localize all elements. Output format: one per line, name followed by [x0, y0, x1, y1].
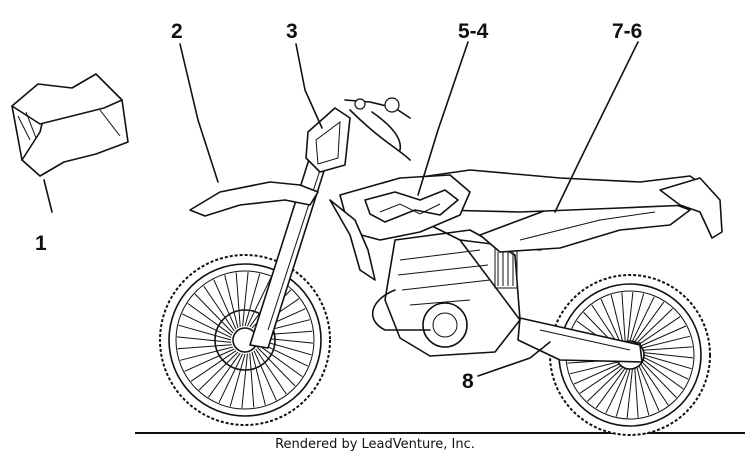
leader-lines: [43, 41, 639, 377]
callout-1: 1: [35, 232, 47, 255]
handlebar: [344, 97, 411, 161]
callout-2: 2: [171, 20, 183, 43]
callout-3: 3: [286, 20, 298, 43]
callout-8: 8: [462, 370, 474, 393]
render-credit: Rendered by LeadVenture, Inc.: [275, 437, 475, 452]
front-wheel: [159, 254, 331, 426]
rear-fender: [659, 177, 723, 239]
callout-7-6: 7-6: [612, 20, 642, 43]
front-fender: [189, 181, 319, 217]
exhaust-pipe: [371, 289, 431, 331]
radiator-shroud: [329, 199, 376, 281]
callout-5-4: 5-4: [458, 20, 489, 43]
tank-shroud: [339, 174, 471, 241]
headlight-plate: [305, 107, 351, 173]
swingarm: [517, 317, 643, 363]
decal-kit-pouch: [11, 73, 129, 177]
